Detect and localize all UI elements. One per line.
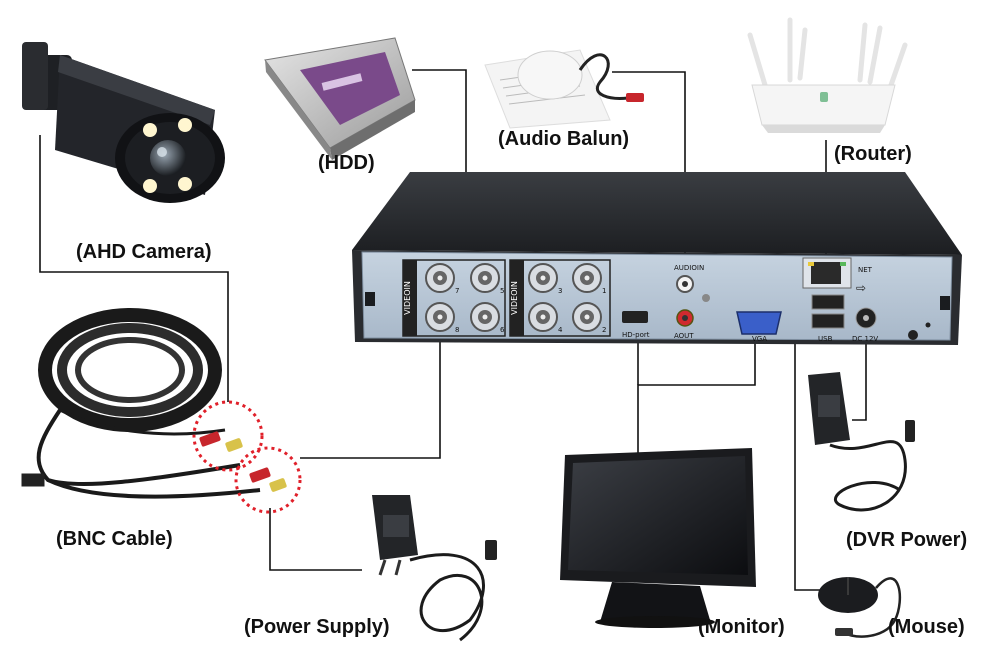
dvr-recorder: VIDEOIN VIDEOIN 7 5 3 1 8 6 4 2: [352, 172, 962, 345]
leader-lines: [39, 69, 867, 591]
hdmi-label: HD-port: [622, 331, 650, 339]
vga-label: VGA: [752, 335, 767, 343]
bnc-cable-coil-icon: [21, 308, 261, 499]
vga-port[interactable]: [736, 311, 782, 335]
dc-power-label: DC 12V: [852, 335, 878, 343]
hdd-label: (HDD): [318, 152, 375, 174]
bnc-number: 6: [500, 326, 505, 334]
wifi-router-icon: [747, 17, 908, 133]
bnc-input-group-right: VIDEOIN: [509, 259, 611, 337]
power-supply-label: (Power Supply): [244, 616, 390, 638]
leader-camera: [39, 135, 229, 402]
bnc-number: 5: [500, 287, 504, 295]
ahd-camera-label: (AHD Camera): [76, 241, 212, 263]
bnc-port[interactable]: [425, 263, 455, 293]
bnc-connector-tips: [199, 431, 287, 492]
power-adapter-icon: [372, 495, 497, 642]
bnc-number: 8: [455, 326, 459, 334]
monitor-label: (Monitor): [698, 616, 785, 638]
leader-dvr-power: [852, 330, 867, 421]
indicator-dot: [925, 322, 931, 328]
leader-hdd: [412, 69, 467, 195]
audioin-label: AUDIOIN: [674, 264, 704, 272]
videoin-label-right: VIDEOIN: [510, 281, 519, 315]
bnc-input-group-left: VIDEOIN: [402, 259, 506, 337]
net-label: NET: [858, 266, 873, 274]
usb-port-top[interactable]: [811, 294, 845, 310]
bnc-number: 7: [455, 287, 459, 295]
bnc-cable-label: (BNC Cable): [56, 528, 173, 550]
hard-drive-icon: [264, 37, 416, 160]
info-icon: [908, 330, 918, 340]
rj45-port[interactable]: [811, 262, 841, 284]
dvr-power-label: (DVR Power): [846, 529, 968, 551]
bnc-port[interactable]: [528, 263, 558, 293]
ground-screw: [702, 294, 710, 302]
bnc-port[interactable]: [528, 302, 558, 332]
dvr-power-adapter-icon: [808, 372, 915, 512]
lcd-monitor-icon: [560, 448, 756, 628]
bnc-number: 1: [602, 287, 606, 295]
mouse-label: (Mouse): [888, 616, 965, 638]
usb-label: USB: [818, 335, 833, 343]
bnc-port[interactable]: [425, 302, 455, 332]
bnc-connectors: [425, 263, 602, 332]
bnc-number: 4: [558, 326, 563, 334]
usb-symbol-icon: ⇨: [856, 281, 866, 295]
bnc-port[interactable]: [470, 263, 500, 293]
highlight-circles: [192, 400, 302, 514]
usb-port-bottom[interactable]: [811, 313, 845, 329]
leader-power-supply: [269, 508, 362, 571]
leader-bnc-to-dvr: [300, 330, 441, 459]
audio-balun-label: (Audio Balun): [498, 128, 630, 150]
audio-out-jack[interactable]: [676, 309, 694, 327]
audio-in-jack[interactable]: [676, 275, 694, 293]
security-camera-icon: [22, 42, 225, 203]
hdmi-port[interactable]: [622, 311, 648, 323]
bnc-port[interactable]: [470, 302, 500, 332]
usb-mouse-icon: [818, 577, 902, 638]
audio-balun-icon: [484, 49, 644, 129]
bnc-port[interactable]: [572, 302, 602, 332]
videoin-label-left: VIDEOIN: [403, 281, 412, 315]
bnc-number: 2: [602, 326, 606, 334]
router-label: (Router): [834, 143, 912, 165]
bnc-numbers: 7 5 3 1 8 6 4 2: [455, 287, 606, 334]
bnc-port[interactable]: [572, 263, 602, 293]
aout-label: AOUT: [674, 332, 694, 340]
bnc-number: 3: [558, 287, 562, 295]
leader-monitor: [637, 340, 756, 455]
